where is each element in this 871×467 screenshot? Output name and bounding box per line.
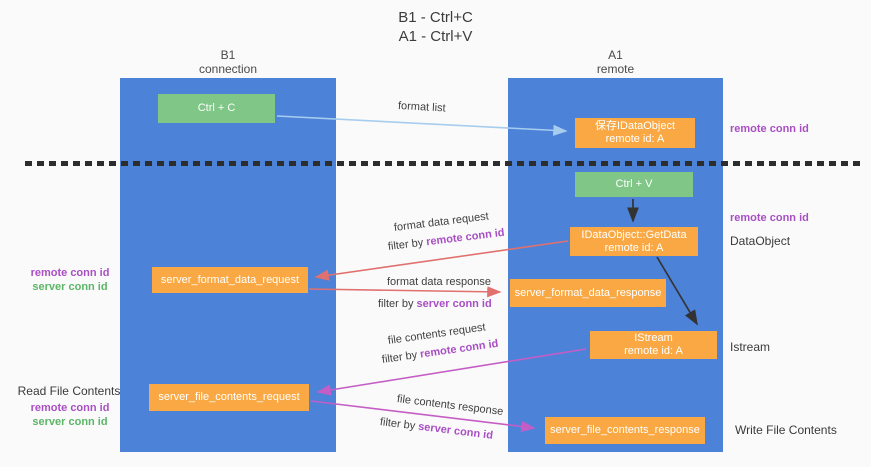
column-header-b1: B1 connection xyxy=(120,48,336,76)
side-label-read-file-contents: Read File Contents xyxy=(17,384,121,398)
arrow-format-data-request xyxy=(314,240,569,281)
side-label-remote-conn-id-left-1: remote conn id xyxy=(30,267,110,279)
node-ctrl-v-label: Ctrl + V xyxy=(615,178,653,190)
node-server-file-contents-request: server_file_contents_request xyxy=(149,384,309,411)
node-ctrl-c: Ctrl + C xyxy=(158,94,275,123)
node-idataobject-getdata: IDataObject::GetData remote id: A xyxy=(570,227,698,256)
node-save-idataobject: 保存IDataObject remote id: A xyxy=(575,118,695,148)
node-idataobject-getdata-line1: IDataObject::GetData xyxy=(581,228,687,241)
node-save-idataobject-line1: 保存IDataObject xyxy=(594,120,676,132)
node-server-file-contents-request-label: server_file_contents_request xyxy=(158,391,300,403)
node-istream: IStream remote id: A xyxy=(590,331,717,359)
arrow-getdata-to-istream xyxy=(656,256,698,326)
label-format-data-response: format data response xyxy=(387,276,491,288)
node-ctrl-v: Ctrl + V xyxy=(575,172,693,197)
column-header-a1: A1 remote xyxy=(508,48,723,76)
node-server-format-data-request-label: server_format_data_request xyxy=(160,273,300,286)
column-header-a1-name: A1 xyxy=(608,48,623,62)
title-line-b1: B1 - Ctrl+C xyxy=(398,9,473,26)
side-label-write-file-contents: Write File Contents xyxy=(735,423,837,437)
node-server-format-data-request: server_format_data_request xyxy=(152,267,308,293)
side-label-remote-conn-id-mid-right: remote conn id xyxy=(730,212,809,224)
node-idataobject-getdata-line2: remote id: A xyxy=(604,241,664,254)
node-server-format-data-response: server_format_data_response xyxy=(510,279,666,307)
node-server-format-data-response-label: server_format_data_response xyxy=(514,286,662,299)
arrow-format-list xyxy=(276,115,568,136)
node-save-idataobject-line2: remote id: A xyxy=(605,133,665,145)
arrow-file-contents-request xyxy=(316,348,587,396)
column-header-b1-role: connection xyxy=(198,62,258,76)
diagram-title: B1 - Ctrl+C A1 - Ctrl+V xyxy=(0,8,871,46)
title-line-a1: A1 - Ctrl+V xyxy=(398,28,473,45)
column-header-a1-role: remote xyxy=(596,62,635,76)
node-server-file-contents-response: server_file_contents_response xyxy=(545,417,705,444)
label-format-data-response-filter-id: server conn id xyxy=(416,298,492,310)
side-label-istream: Istream xyxy=(730,340,771,354)
side-label-server-conn-id-left-2: server conn id xyxy=(32,416,108,428)
column-header-b1-name: B1 xyxy=(220,48,236,62)
arrow-format-data-response xyxy=(308,286,502,298)
dashed-separator xyxy=(25,161,863,166)
node-ctrl-c-label: Ctrl + C xyxy=(197,102,236,114)
side-label-server-conn-id-left-1: server conn id xyxy=(32,281,108,293)
node-istream-line1: IStream xyxy=(634,332,673,344)
label-format-data-response-filter: filter by server conn id xyxy=(378,298,492,310)
side-label-dataobject: DataObject xyxy=(730,234,791,248)
node-server-file-contents-response-label: server_file_contents_response xyxy=(550,424,700,436)
side-label-remote-conn-id-top-right: remote conn id xyxy=(730,123,809,135)
arrow-file-contents-response xyxy=(310,400,536,433)
label-format-data-response-filter-prefix: filter by xyxy=(378,298,417,310)
side-label-remote-conn-id-left-2: remote conn id xyxy=(30,402,110,414)
label-format-list: format list xyxy=(397,100,446,115)
node-istream-line2: remote id: A xyxy=(624,345,683,357)
